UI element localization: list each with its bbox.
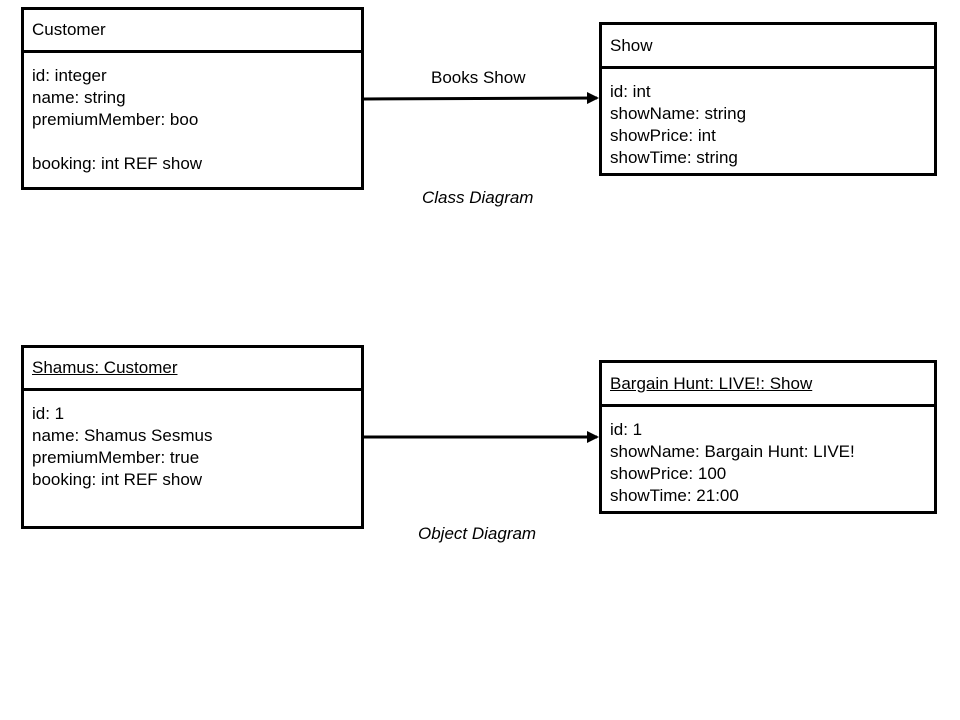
attribute-line: showTime: 21:00 xyxy=(610,486,739,505)
class-show-title: Show xyxy=(610,35,653,55)
attribute-line: premiumMember: true xyxy=(32,448,200,467)
class-association-arrow xyxy=(363,92,599,105)
class-diagram-caption: Class Diagram xyxy=(422,188,534,207)
attribute-line: premiumMember: boo xyxy=(32,110,199,129)
attribute-line: showPrice: 100 xyxy=(610,464,727,483)
class-customer-header: Customer xyxy=(24,10,361,53)
class-show-header: Show xyxy=(602,25,934,69)
class-show-box: Show id: int showName: string showPrice:… xyxy=(599,22,937,176)
attribute-line: showTime: string xyxy=(610,148,738,167)
relation-label-books-show: Books Show xyxy=(431,68,526,87)
object-show-attributes: id: 1 showName: Bargain Hunt: LIVE! show… xyxy=(602,407,934,507)
object-customer-box: Shamus: Customer id: 1 name: Shamus Sesm… xyxy=(21,345,364,529)
class-customer-attributes: id: integer name: string premiumMember: … xyxy=(24,53,361,175)
attribute-line: name: string xyxy=(32,88,126,107)
class-show-attributes: id: int showName: string showPrice: int … xyxy=(602,69,934,169)
attribute-line: showPrice: int xyxy=(610,126,716,145)
attribute-line: id: int xyxy=(610,82,651,101)
object-show-box: Bargain Hunt: LIVE!: Show id: 1 showName… xyxy=(599,360,937,514)
attribute-line: id: integer xyxy=(32,66,107,85)
object-show-header: Bargain Hunt: LIVE!: Show xyxy=(602,363,934,407)
object-show-title: Bargain Hunt: LIVE!: Show xyxy=(610,373,813,393)
attribute-line: booking: int REF show xyxy=(32,154,203,173)
object-customer-title: Shamus: Customer xyxy=(32,358,178,377)
attribute-line: id: 1 xyxy=(32,404,65,423)
attribute-line: showName: string xyxy=(610,104,747,123)
object-customer-header: Shamus: Customer xyxy=(24,348,361,391)
object-customer-attributes: id: 1 name: Shamus Sesmus premiumMember:… xyxy=(24,391,361,491)
attribute-line: booking: int REF show xyxy=(32,470,203,489)
class-customer-title: Customer xyxy=(32,20,106,39)
attribute-line: showName: Bargain Hunt: LIVE! xyxy=(610,442,855,461)
object-diagram-caption: Object Diagram xyxy=(418,524,537,543)
attribute-line: name: Shamus Sesmus xyxy=(32,426,213,445)
attribute-line: id: 1 xyxy=(610,420,643,439)
class-customer-box: Customer id: integer name: string premiu… xyxy=(21,7,364,190)
